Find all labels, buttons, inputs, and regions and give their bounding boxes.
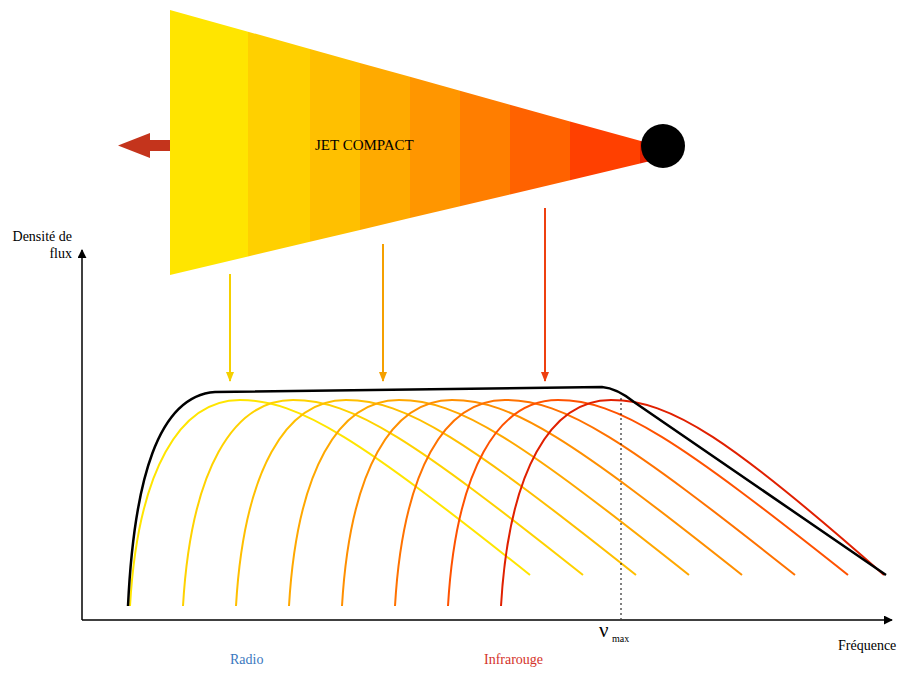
component-spectrum — [130, 400, 530, 606]
y-axis — [81, 250, 83, 620]
pointer-arrow — [382, 244, 384, 381]
node-title: JET COMPACT — [315, 136, 414, 154]
jet-band — [248, 32, 310, 257]
band-label: Radio — [230, 652, 263, 669]
pointer-arrow — [229, 274, 231, 381]
numax-marker — [621, 398, 622, 619]
jet-band — [170, 10, 248, 275]
frequency-subscript: max — [612, 633, 629, 645]
axis-label: Fréquence — [838, 638, 896, 655]
jet-band — [460, 91, 510, 207]
pointer-arrow — [544, 208, 546, 381]
component-spectrum — [448, 400, 848, 606]
axis-label: Densité de flux — [8, 229, 72, 263]
frequency-symbol: ν — [599, 618, 609, 643]
component-spectrum — [236, 400, 636, 606]
jet-cone: JET COMPACT — [170, 10, 690, 276]
synchrotron-curves — [130, 400, 884, 606]
jet-band — [570, 121, 640, 180]
jet-band — [510, 105, 570, 195]
total-spectrum — [128, 387, 886, 606]
component-spectrum — [501, 400, 884, 606]
black-hole — [641, 124, 685, 168]
x-axis — [82, 619, 892, 621]
jet-band — [410, 77, 460, 218]
jet-cone-shape — [170, 10, 690, 276]
component-spectrum — [183, 400, 583, 606]
component-spectrum — [289, 400, 689, 606]
component-spectrum — [395, 400, 795, 606]
component-spectrum — [342, 400, 742, 606]
band-label: Infrarouge — [484, 652, 543, 669]
